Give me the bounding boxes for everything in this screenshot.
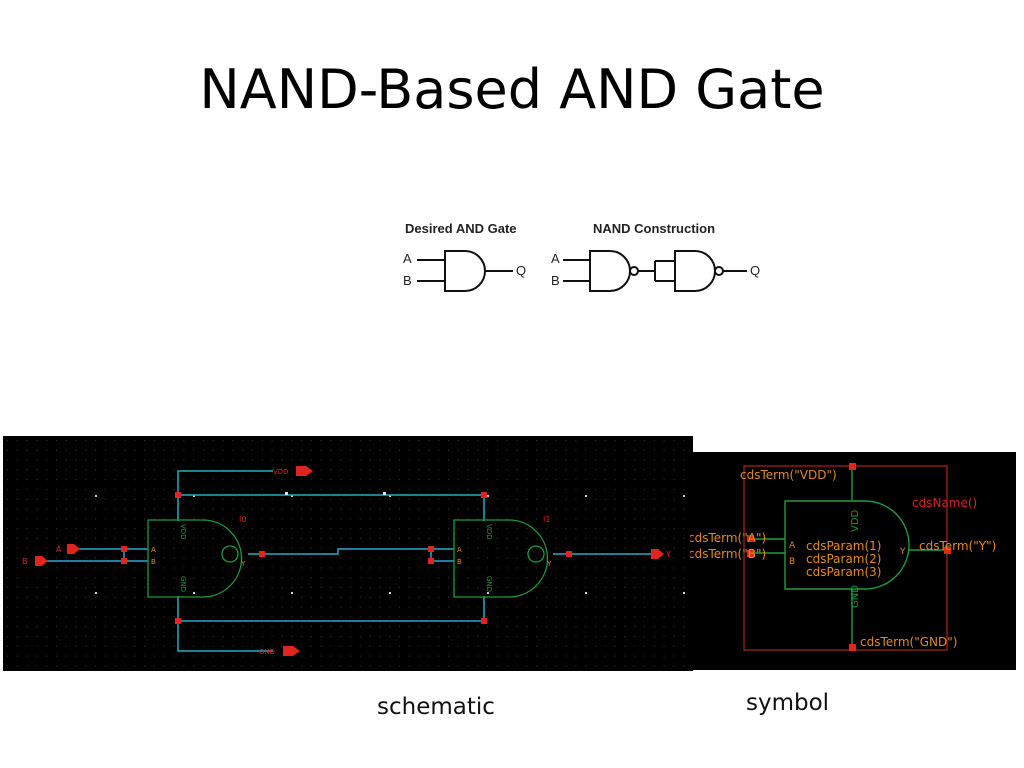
schem-pin-a-label: A xyxy=(56,545,62,554)
pin-y-shape[interactable] xyxy=(651,549,664,559)
and-input-a: A xyxy=(403,251,412,266)
and-gate-symbol xyxy=(417,250,513,292)
symbol-port-vdd: VDD xyxy=(850,509,861,532)
schematic-canvas[interactable]: B A VDD GND Y I0 I1 A B Y A B Y VDD GND … xyxy=(3,436,693,671)
schem-inst0-label: I0 xyxy=(239,515,246,524)
symbol-term-gnd: cdsTerm("GND") xyxy=(860,635,957,649)
symbol-param-1: cdsParam(1) xyxy=(806,539,882,553)
schematic-caption: schematic xyxy=(377,694,495,720)
symbol-connection-points xyxy=(747,463,951,651)
symbol-param-3: cdsParam(3) xyxy=(806,565,882,579)
nand-instance-i0[interactable] xyxy=(147,519,243,598)
schem-inst1-label: I1 xyxy=(543,515,550,524)
schem-pin-b-label: B xyxy=(22,557,28,566)
symbol-term-a: cdsTerm("A") xyxy=(690,531,766,545)
symbol-port-gnd: GND xyxy=(850,585,861,608)
i1-port-gnd-label: GND xyxy=(485,576,493,592)
nand-input-b: B xyxy=(551,273,560,288)
symbol-term-b: cdsTerm("B") xyxy=(690,547,766,561)
nand-input-a: A xyxy=(551,251,560,266)
pin-b-shape[interactable] xyxy=(35,556,48,566)
i0-port-gnd-label: GND xyxy=(179,576,187,592)
schematic-connection-points xyxy=(121,492,572,624)
i1-port-vdd-label: VDD xyxy=(485,524,493,540)
i0-port-y-label: Y xyxy=(240,560,246,568)
symbol-bounding-box xyxy=(743,465,948,651)
nand-construction-label: NAND Construction xyxy=(593,221,715,236)
and-input-b: B xyxy=(403,273,412,288)
symbol-canvas[interactable]: cdsTerm("VDD") cdsName() cdsTerm("A") cd… xyxy=(690,452,1016,670)
symbol-name: cdsName() xyxy=(912,496,977,510)
schematic-wires xyxy=(43,470,655,652)
symbol-term-vdd: cdsTerm("VDD") xyxy=(740,468,837,482)
pin-gnd-shape[interactable] xyxy=(283,646,300,656)
i0-port-vdd-label: VDD xyxy=(179,524,187,540)
schematic-major-dots xyxy=(95,495,685,594)
slide-title: NAND-Based AND Gate xyxy=(199,58,825,121)
i0-port-a-label: A xyxy=(151,546,156,554)
schem-pin-y-label: Y xyxy=(665,550,671,559)
pin-vdd-shape[interactable] xyxy=(296,466,313,476)
symbol-gate-body[interactable] xyxy=(749,466,947,648)
gate-diagram: Desired AND Gate NAND Construction A B Q… xyxy=(403,221,760,292)
nand-instance-i1[interactable] xyxy=(453,519,549,598)
pin-a-shape[interactable] xyxy=(67,544,80,554)
desired-and-label: Desired AND Gate xyxy=(405,221,517,236)
symbol-port-a: A xyxy=(789,541,796,551)
symbol-param-2: cdsParam(2) xyxy=(806,552,882,566)
and-output-q: Q xyxy=(516,263,526,278)
schem-pin-gnd-label: GND xyxy=(259,648,275,656)
i1-port-y-label: Y xyxy=(546,560,552,568)
i1-port-b-label: B xyxy=(457,558,462,566)
symbol-caption: symbol xyxy=(746,690,830,716)
symbol-port-b: B xyxy=(789,557,795,567)
schem-pin-vdd-label: VDD xyxy=(273,468,289,476)
i0-port-b-label: B xyxy=(151,558,156,566)
symbol-term-y: cdsTerm("Y") xyxy=(919,539,996,553)
nand-output-q: Q xyxy=(750,263,760,278)
i1-port-a-label: A xyxy=(457,546,462,554)
symbol-port-y: Y xyxy=(899,547,906,557)
nand-chain-symbol xyxy=(563,250,747,292)
